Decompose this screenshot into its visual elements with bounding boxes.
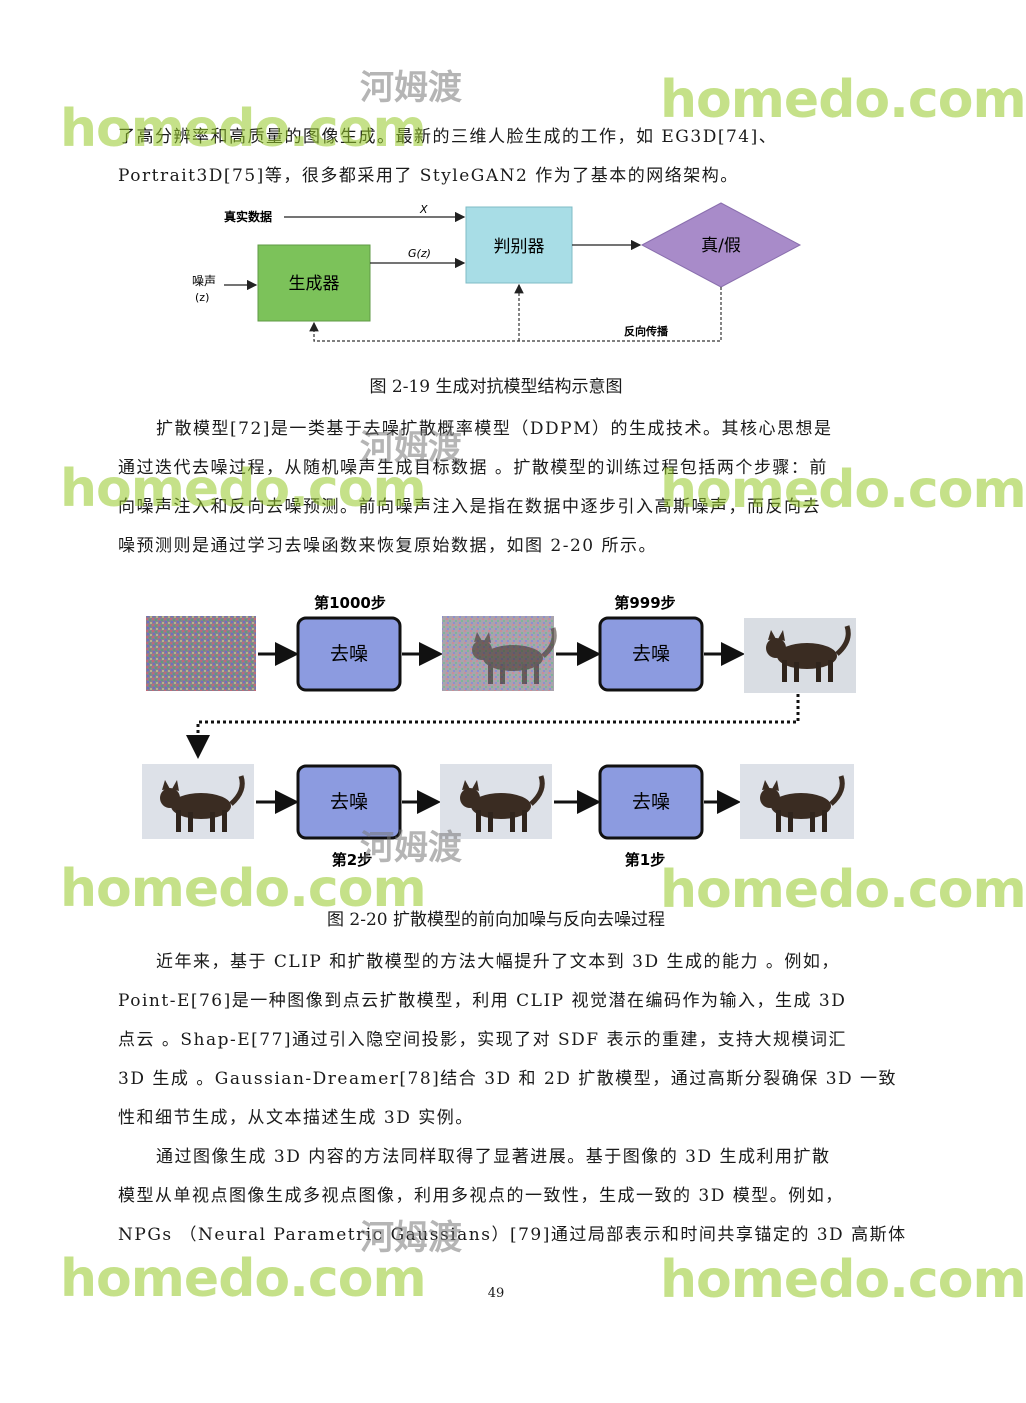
gz-label: G(z) — [408, 247, 431, 260]
denoise-box — [296, 764, 402, 840]
text-line: 扩散模型[72]是一类基于去噪扩散概率模型（DDPM）的生成技术。其核心思想是 — [156, 419, 833, 439]
noise-var-label: (z) — [195, 291, 209, 304]
text-line: 通过图像生成 3D 内容的方法同样取得了显著进展。基于图像的 3D 生成利用扩散 — [156, 1147, 831, 1167]
paragraph-intro: 了高分辨率和高质量的图像生成。最新的三维人脸生成的工作，如 EG3D[74]、 … — [118, 118, 874, 196]
text-line: 通过迭代去噪过程，从随机噪声生成目标数据 。扩散模型的训练过程包括两个步骤：前 — [118, 458, 828, 478]
text-line: 点云 。Shap-E[77]通过引入隐空间投影，实现了对 SDF 表示的重建，支… — [118, 1030, 847, 1050]
noise-image-full — [146, 616, 256, 691]
paragraph-text-to-3d: 近年来，基于 CLIP 和扩散模型的方法大幅提升了文本到 3D 生成的能力 。例… — [118, 943, 898, 1138]
slightly-noisy-cat-image — [744, 618, 856, 693]
text-line: Point-E[76]是一种图像到点云扩散模型，利用 CLIP 视觉潜在编码作为… — [118, 991, 847, 1011]
denoise-box — [598, 616, 704, 692]
text-line: 性和细节生成，从文本描述生成 3D 实例。 — [118, 1108, 474, 1128]
clean-cat-image — [740, 764, 854, 839]
denoise-label: 去噪 — [330, 791, 368, 813]
text-line: NPGs （Neural Parametric Gaussians）[79]通过… — [118, 1225, 907, 1245]
denoise-box — [598, 764, 704, 840]
discriminator-box — [465, 206, 573, 284]
denoise-label: 去噪 — [632, 791, 670, 813]
generator-box — [257, 244, 371, 322]
output-diamond — [640, 202, 802, 288]
watermark-cn-text: 河姆渡 — [360, 68, 462, 108]
step-2-label: 第2步 — [332, 851, 372, 869]
step-1-label: 第1步 — [625, 851, 665, 869]
text-line: 模型从单视点图像生成多视点图像，利用多视点的一致性，生成一致的 3D 模型。例如… — [118, 1186, 844, 1206]
text-line: 近年来，基于 CLIP 和扩散模型的方法大幅提升了文本到 3D 生成的能力 。例… — [156, 952, 840, 972]
text-line: 3D 生成 。Gaussian-Dreamer[78]结合 3D 和 2D 扩散… — [118, 1069, 898, 1089]
watermark-brand-text: homedo.com — [660, 1250, 1026, 1310]
paragraph-diffusion: 扩散模型[72]是一类基于去噪扩散概率模型（DDPM）的生成技术。其核心思想是 … — [118, 410, 874, 566]
noisy-cat-image — [442, 616, 554, 691]
figure-caption-2-19: 图 2-19 生成对抗模型结构示意图 — [369, 377, 623, 397]
backprop-label: 反向传播 — [624, 324, 669, 338]
denoise-box — [296, 616, 402, 692]
figure-caption-2-20: 图 2-20 扩散模型的前向加噪与反向去噪过程 — [327, 910, 665, 930]
denoise-label: 去噪 — [330, 643, 368, 665]
real-data-label: 真实数据 — [224, 209, 272, 224]
output-label: 真/假 — [701, 236, 741, 256]
page-number: 49 — [487, 1286, 505, 1301]
document-page: 了高分辨率和高质量的图像生成。最新的三维人脸生成的工作，如 EG3D[74]、 … — [60, 68, 1026, 1310]
denoise-label: 去噪 — [632, 643, 670, 665]
clean-cat-image — [440, 764, 552, 839]
figure-gan-diagram: 真实数据 X 噪声 (z) 生成器 G(z) 判别器 真/假 反向传播 — [192, 202, 802, 342]
noise-label: 噪声 — [192, 274, 216, 288]
generator-label: 生成器 — [289, 274, 340, 294]
discriminator-label: 判别器 — [494, 237, 545, 257]
x-label: X — [419, 203, 428, 216]
paragraph-image-to-3d: 通过图像生成 3D 内容的方法同样取得了显著进展。基于图像的 3D 生成利用扩散… — [118, 1138, 907, 1255]
text-line: Portrait3D[75]等，很多都采用了 StyleGAN2 作为了基本的网… — [118, 166, 739, 186]
watermark: homedo.com — [660, 1250, 1026, 1310]
text-line: 了高分辨率和高质量的图像生成。最新的三维人脸生成的工作，如 EG3D[74]、 — [118, 127, 778, 147]
figure-diffusion-diagram: 第1000步 第999步 去噪 去噪 去噪 — [142, 594, 856, 869]
step-999-label: 第999步 — [614, 594, 675, 612]
text-line: 噪预测则是通过学习去噪函数来恢复原始数据，如图 2-20 所示。 — [118, 536, 657, 556]
step-1000-label: 第1000步 — [314, 594, 386, 612]
text-line: 向噪声注入和反向去噪预测。前向噪声注入是指在数据中逐步引入高斯噪声，而反向去 — [118, 497, 821, 517]
clean-cat-image — [142, 764, 254, 839]
